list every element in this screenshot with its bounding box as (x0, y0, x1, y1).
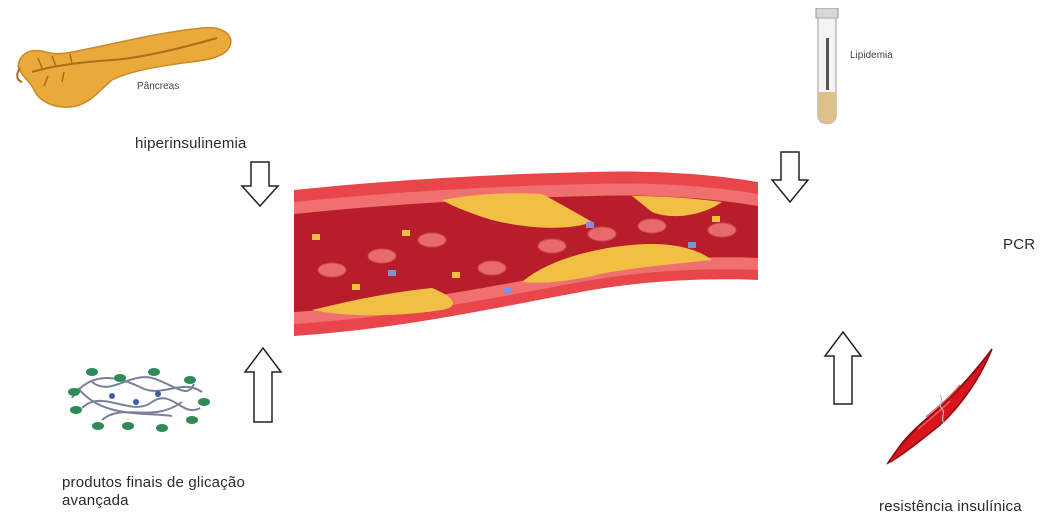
arrow-down-icon (240, 160, 280, 210)
pcr-label: PCR (1003, 236, 1035, 253)
artery-icon (292, 160, 762, 340)
arrow-up-icon (823, 330, 863, 406)
produtos-finais-line1: produtos finais de glicação (62, 474, 245, 492)
produtos-finais-line2: avançada (62, 492, 245, 510)
glycation-molecule-icon (62, 358, 212, 438)
arrow-down-icon (770, 150, 810, 206)
lipidemia-label: Lipidemia (850, 50, 893, 61)
test-tube-icon (810, 8, 844, 132)
resistencia-insulinica-label: resistência insulínica (879, 498, 1022, 515)
pancreas-icon (12, 22, 237, 112)
arrow-up-icon (243, 346, 283, 424)
hiperinsulinemia-label: hiperinsulinemia (135, 135, 247, 152)
pancreas-label: Pâncreas (137, 81, 179, 92)
produtos-finais-label: produtos finais de glicação avançada (62, 474, 245, 510)
muscle-icon (880, 345, 1000, 470)
